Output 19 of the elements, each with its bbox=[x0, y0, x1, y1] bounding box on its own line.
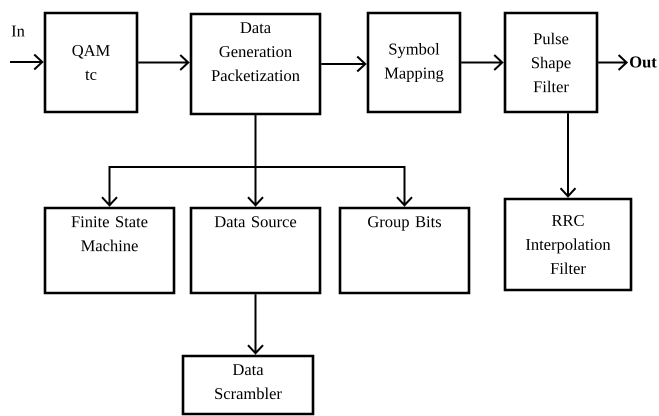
process-box: Data Scrambler bbox=[182, 354, 314, 416]
process-box: Finite State Machine bbox=[44, 206, 176, 294]
process-box: Pulse Shape Filter bbox=[504, 12, 598, 114]
arrow bbox=[10, 54, 44, 70]
process-box: Data Source bbox=[190, 206, 322, 294]
process-box: Symbol Mapping bbox=[366, 12, 462, 114]
process-box: RRC Interpolation Filter bbox=[504, 198, 632, 292]
arrow bbox=[138, 54, 190, 71]
arrow bbox=[560, 113, 576, 198]
arrow bbox=[254, 115, 413, 207]
process-box: QAM tc bbox=[44, 12, 138, 114]
arrow bbox=[247, 294, 264, 355]
process-box: Data Generation Packetization bbox=[190, 12, 322, 116]
io-label: In bbox=[12, 26, 25, 36]
arrow bbox=[321, 56, 367, 72]
arrow bbox=[461, 54, 504, 71]
process-box: Group Bits bbox=[338, 206, 470, 294]
arrow bbox=[598, 54, 628, 71]
output-label: Out bbox=[630, 56, 657, 68]
